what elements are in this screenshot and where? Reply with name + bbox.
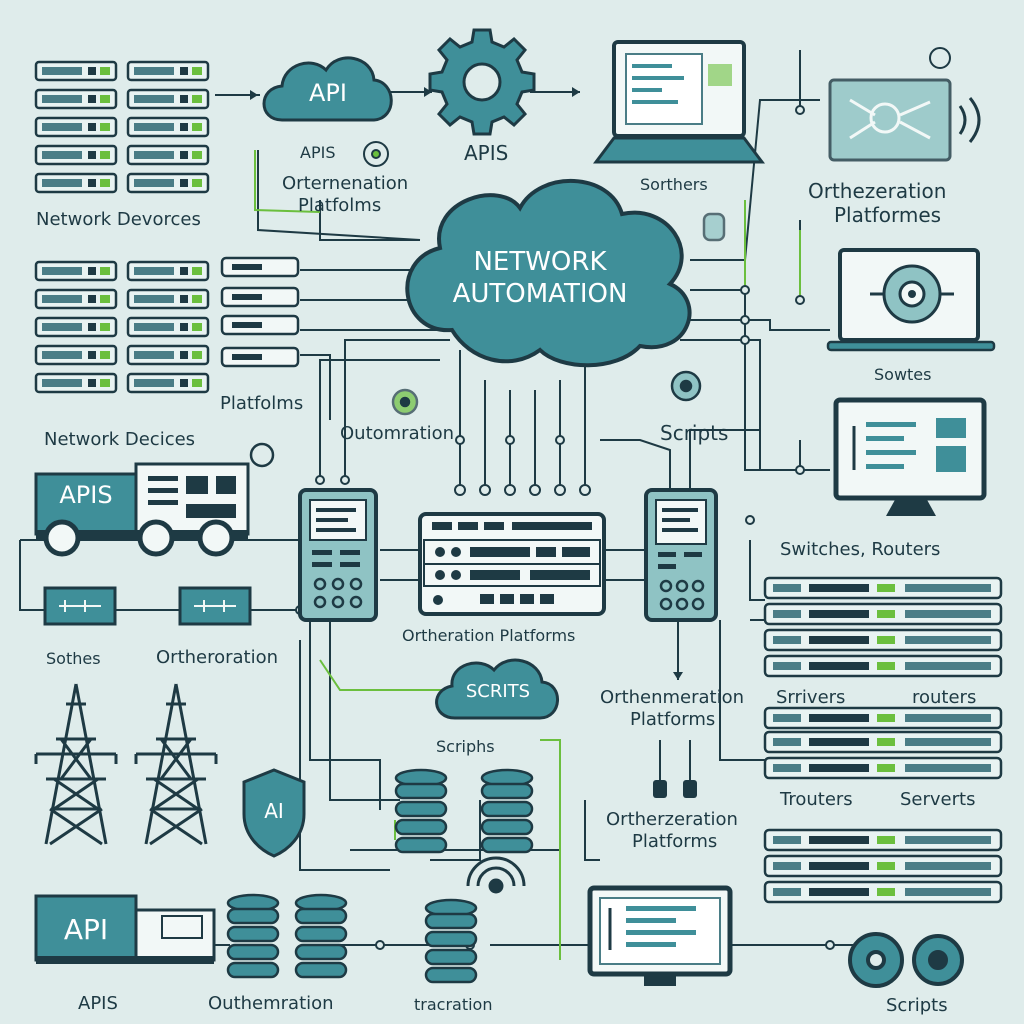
- label-orchestration-lower-1: Ortherzeration: [606, 809, 738, 830]
- switches-routers-rack-2: [763, 706, 1003, 780]
- label-routers-right: Trouters: [780, 789, 853, 810]
- signal-icon: [466, 856, 526, 894]
- truck-api-bottom: [34, 894, 216, 964]
- network-devices-rack-mid: [36, 262, 208, 392]
- control-panel-graphic: [828, 78, 981, 162]
- main-cloud-title-line1: NETWORK: [473, 247, 607, 277]
- controller-left: [298, 488, 378, 622]
- central-switch: [418, 512, 606, 616]
- database-bottom-3: [424, 898, 478, 984]
- label-orchestration-center-right-2: Platforms: [630, 709, 716, 730]
- small-icon-top: [363, 47, 951, 167]
- truck-top-label: APIS: [59, 481, 113, 509]
- power-tower-1: [34, 682, 118, 846]
- label-orchestration-right-2: Platformes: [834, 203, 942, 227]
- arrowheads: [250, 87, 683, 680]
- label-network-devices-top: Network Devorces: [36, 209, 201, 230]
- label-outhemration: Outhemration: [208, 993, 334, 1014]
- phone-icon: [702, 212, 726, 242]
- scripts-cloud-label: SCRITS: [465, 681, 531, 702]
- label-sothes: Sothes: [46, 649, 101, 668]
- scripts-cloud: [435, 658, 559, 720]
- label-apis-small: APIS: [300, 143, 336, 162]
- label-routers-top-right: routers: [912, 687, 977, 708]
- gear-graphic: [428, 28, 536, 136]
- top-cloud-label: API: [309, 79, 347, 107]
- laptop-graphic: [593, 40, 765, 164]
- truck-bottom-label: API: [63, 913, 109, 946]
- label-tracration: tracration: [414, 995, 493, 1014]
- label-platforms-mid: Platfolms: [220, 393, 304, 414]
- database-bottom-1: [226, 893, 280, 979]
- accent-lines: [254, 150, 801, 960]
- label-orchestration-left-1: Orternenation: [282, 173, 409, 194]
- label-apis-gear: APIS: [464, 141, 509, 165]
- label-ortheroration: Ortheroration: [156, 647, 279, 668]
- power-tower-2: [134, 682, 218, 846]
- truck-apis: [34, 462, 250, 557]
- label-sowtes: Sowtes: [874, 365, 932, 384]
- panel-sothes: [43, 586, 117, 626]
- monitor-dashboard: [833, 397, 987, 516]
- database-center-1: [394, 768, 448, 854]
- small-switches-left: [220, 256, 300, 368]
- label-orchestration-center-right-1: Orthenmeration: [600, 687, 745, 708]
- monitor-target: [826, 248, 996, 352]
- network-devices-rack-top: [36, 62, 208, 192]
- label-srrivers: Srrivers: [776, 687, 846, 708]
- disk-icons: [848, 932, 964, 988]
- label-switches-routers: Switches, Routers: [780, 539, 941, 560]
- label-orchestration-lower-2: Platforms: [632, 831, 718, 852]
- label-scripts-bottom: Scripts: [886, 995, 948, 1016]
- api-cloud-top: [262, 56, 393, 122]
- network-automation-cloud: [405, 178, 692, 368]
- label-scripts-under-cloud: Scriphs: [436, 737, 495, 756]
- database-center-2: [480, 768, 534, 854]
- connection-lines: [19, 50, 855, 946]
- label-servers-right: Serverts: [900, 789, 976, 810]
- monitor-bottom: [587, 885, 733, 986]
- main-cloud-title-line2: AUTOMATION: [452, 279, 628, 309]
- label-network-devices-mid: Network Decices: [44, 429, 196, 450]
- plug-icons: [653, 780, 697, 798]
- target-icon-mid: [249, 370, 702, 468]
- label-orchestration-right-1: Orthezeration: [808, 179, 947, 203]
- label-scripts-mid: Scripts: [660, 421, 729, 445]
- controller-right: [644, 488, 718, 622]
- label-switchers-laptop: Sorthers: [640, 175, 708, 194]
- shield-label: AI: [264, 799, 284, 823]
- label-orchestration-center: Ortheration Platforms: [402, 626, 576, 645]
- label-apis-bottom: APIS: [78, 993, 118, 1014]
- switches-routers-rack-3: [763, 828, 1003, 904]
- database-bottom-2: [294, 893, 348, 979]
- label-orchestration-left-2: Platfolms: [298, 195, 382, 216]
- shield-ai: [242, 768, 306, 858]
- panel-ortheroration: [178, 586, 252, 626]
- label-outomration: Outomration: [340, 423, 455, 444]
- switches-routers-rack-1: [763, 576, 1003, 678]
